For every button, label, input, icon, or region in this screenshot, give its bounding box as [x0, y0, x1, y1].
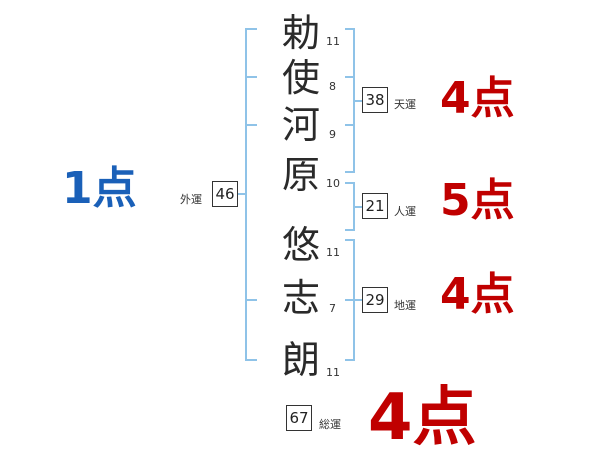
bracket-tick	[345, 124, 355, 126]
souun-score: 4点	[368, 381, 477, 455]
bracket-tick	[345, 229, 355, 231]
name-char: 朗	[281, 338, 320, 382]
name-char: 志	[281, 276, 320, 320]
gaiun-value: 46	[212, 181, 238, 207]
bracket-connector	[355, 206, 362, 208]
bracket-tick	[345, 359, 355, 361]
bracket-connector	[355, 299, 362, 301]
gaiun-label: 外運	[180, 193, 202, 206]
bracket-tick	[345, 182, 355, 184]
stroke-count: 11	[326, 246, 340, 259]
name-char: 原	[281, 153, 320, 197]
souun-value: 67	[286, 405, 312, 431]
tenun-score: 4点	[440, 73, 515, 124]
tenun-bracket	[353, 28, 355, 173]
bracket-connector	[238, 193, 246, 195]
bracket-tick	[245, 28, 257, 30]
tenun-value: 38	[362, 87, 388, 113]
tenun-label: 天運	[394, 98, 416, 111]
stroke-count: 10	[326, 177, 340, 190]
name-char: 使	[281, 56, 320, 100]
bracket-tick	[345, 299, 355, 301]
outer-bracket	[245, 28, 247, 361]
chiun-value: 29	[362, 287, 388, 313]
jinun-bracket	[353, 182, 355, 231]
bracket-tick	[245, 124, 257, 126]
chiun-label: 地運	[394, 299, 416, 312]
bracket-tick	[245, 76, 257, 78]
name-char: 河	[281, 103, 320, 147]
bracket-tick	[345, 76, 355, 78]
name-char: 勅	[281, 11, 320, 55]
stroke-count: 9	[329, 128, 336, 141]
stroke-count: 7	[329, 302, 336, 315]
bracket-tick	[345, 239, 355, 241]
bracket-tick	[245, 299, 257, 301]
stroke-count: 8	[329, 80, 336, 93]
name-char: 悠	[281, 223, 320, 267]
chiun-score: 4点	[440, 269, 515, 320]
gaiun-score: 1点	[62, 163, 137, 214]
stroke-count: 11	[326, 35, 340, 48]
bracket-tick	[345, 28, 355, 30]
jinun-score: 5点	[440, 175, 515, 226]
bracket-tick	[345, 171, 355, 173]
bracket-connector	[355, 100, 362, 102]
jinun-label: 人運	[394, 205, 416, 218]
bracket-tick	[245, 359, 257, 361]
jinun-value: 21	[362, 193, 388, 219]
stroke-count: 11	[326, 366, 340, 379]
souun-label: 総運	[319, 418, 341, 431]
